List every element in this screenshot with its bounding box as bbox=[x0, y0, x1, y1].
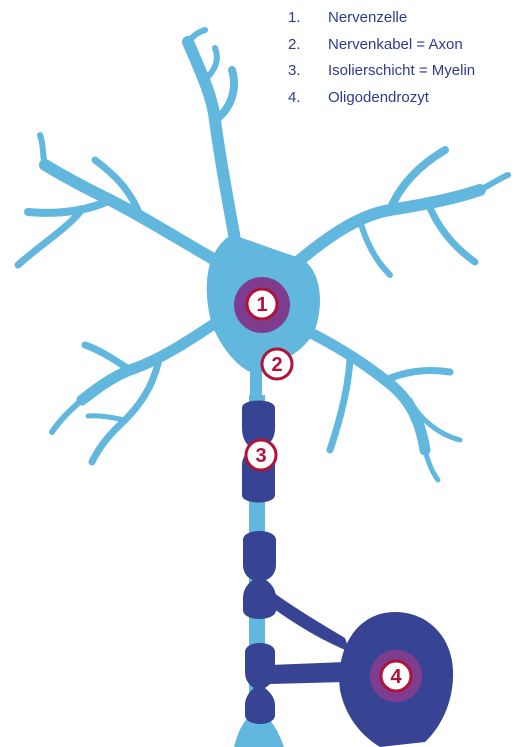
marker-label: 2 bbox=[271, 354, 282, 376]
marker-label: 3 bbox=[255, 445, 266, 467]
marker-4: 4 bbox=[381, 661, 411, 691]
marker-3: 3 bbox=[246, 440, 276, 470]
marker-1: 1 bbox=[247, 289, 277, 319]
marker-label: 4 bbox=[390, 666, 402, 688]
oligodendrocyte bbox=[270, 590, 453, 747]
marker-label: 1 bbox=[256, 294, 267, 316]
marker-2: 2 bbox=[262, 349, 292, 379]
